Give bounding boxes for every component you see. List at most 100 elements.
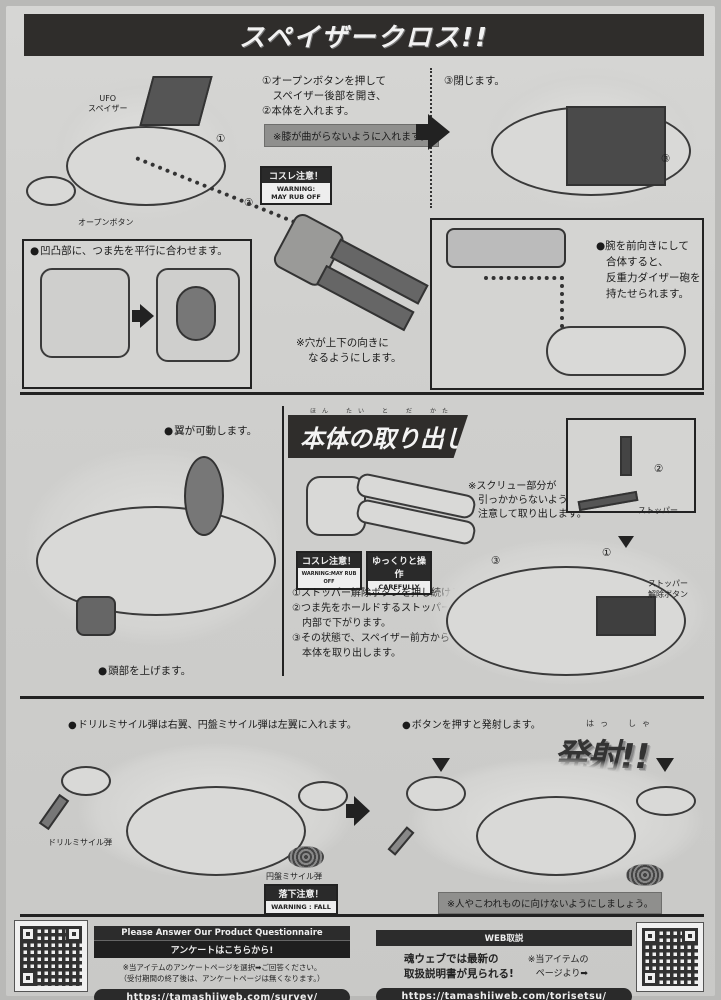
dizer-gun-shape — [446, 228, 566, 268]
press-arrow-icon — [432, 758, 450, 772]
web-manual-text-line1: 魂ウェブでは最新の — [404, 953, 499, 965]
warning-body: CAREFULLY — [378, 583, 420, 591]
toe-inset-left — [40, 268, 130, 358]
robot-lying-illustration — [306, 466, 478, 556]
screw-note-line: ※スクリュー部分が — [468, 481, 557, 492]
wing-shape — [184, 456, 224, 536]
right-arrow-icon — [416, 114, 450, 150]
wing-left — [61, 766, 111, 796]
screw-note-line: 引っかからないよう — [478, 495, 568, 506]
step-marker-3: ③ — [491, 555, 501, 567]
screw-note: ※スクリュー部分が 引っかからないよう 注意して取り出します。 — [468, 480, 587, 522]
spazer-body-shape — [66, 126, 226, 206]
stopper-release-label: ストッパー 解除ボタン — [648, 578, 688, 600]
right-arrow-icon — [346, 796, 370, 826]
right-wing-launcher — [636, 786, 696, 816]
title-banner: スペイザークロス!! — [24, 14, 704, 56]
drill-missile-shape — [38, 793, 70, 831]
web-manual-body: 魂ウェブでは最新の 取扱説明書が見られる! ※当アイテムの ページより➡ — [376, 952, 632, 982]
knee-note: ※膝が曲がらないように入れます。 — [264, 124, 440, 147]
survey-url-link[interactable]: https://tamashiiweb.com/survey/ — [94, 989, 350, 1000]
arm-note-line: 持たせられます。 — [606, 288, 689, 300]
launched-disc-shape — [626, 864, 664, 886]
warning-header: 落下注意！ — [266, 886, 336, 901]
web-manual-note-line2: ページより➡ — [535, 969, 588, 979]
survey-title-en: Please Answer Our Product Questionnaire — [94, 926, 350, 940]
warning-header: コスレ注意！ — [262, 168, 330, 183]
disc-missile-shape — [288, 846, 324, 868]
left-wing-launcher — [406, 776, 466, 811]
warning-body: WARNING : FALL — [271, 903, 331, 911]
section-divider — [20, 914, 704, 917]
wing-note: 翼が可動します。 — [164, 424, 257, 439]
web-manual-block: WEB取説 魂ウェブでは最新の 取扱説明書が見られる! ※当アイテムの ページよ… — [376, 930, 632, 1000]
stopper-release-line2: 解除ボタン — [648, 590, 688, 599]
ufo-label: UFO スペイザー — [88, 94, 127, 114]
instruction-line: スペイザー後部を開き、 — [262, 90, 387, 102]
missile-disc-shape — [26, 176, 76, 206]
removal-step: 内部で下がります。 — [292, 618, 391, 629]
instruction-sheet: スペイザークロス!! UFO スペイザー オープンボタン ① ② ①オープンボタ… — [6, 6, 715, 1000]
section-divider — [20, 392, 704, 395]
survey-qr-code[interactable] — [14, 920, 88, 992]
web-manual-title: WEB取説 — [376, 930, 632, 946]
step-marker-2: ② — [244, 197, 254, 209]
instruction-line: ②本体を入れます。 — [262, 105, 355, 117]
disc-missile-label: 円盤ミサイル弾 — [266, 872, 322, 881]
robot-head-shape — [76, 596, 116, 636]
instruction-line: ①オープンボタンを押して — [262, 75, 386, 87]
survey-title-jp: アンケートはこちらから! — [94, 940, 350, 958]
open-instructions: ①オープンボタンを押して スペイザー後部を開き、 ②本体を入れます。 — [262, 74, 387, 119]
stopper-label: ストッパー — [638, 506, 678, 515]
down-arrow-icon — [618, 536, 634, 548]
section-divider — [20, 696, 704, 699]
web-manual-note: ※当アイテムの ページより➡ — [528, 952, 589, 982]
step-marker-1: ① — [216, 133, 226, 145]
inset-arrow-icon — [132, 304, 154, 328]
section-divider-vertical — [282, 406, 284, 676]
fire-ruby: はっ しゃ — [586, 719, 656, 728]
hole-note-line1: ※穴が上下の向きに — [296, 337, 389, 349]
spazer-fire-body — [476, 796, 636, 876]
arm-note-line: ●腕を前向きにして — [596, 240, 689, 252]
survey-block: Please Answer Our Product Questionnaire … — [94, 926, 350, 1000]
ufo-label-line2: スペイザー — [88, 104, 128, 113]
toe-alignment-note: 凹凸部に、つま先を平行に合わせます。 — [30, 244, 228, 259]
step-marker-1: ① — [602, 547, 612, 559]
arm-note-line: 反重力ダイザー砲を — [606, 272, 701, 284]
warning-rub-off-2: コスレ注意！ WARNING:MAY RUB OFF — [296, 551, 362, 590]
removal-step: 本体を取り出します。 — [292, 648, 401, 659]
hole-note: ※穴が上下の向きに なるようにします。 — [296, 336, 401, 366]
missile-note: ドリルミサイル弾は右翼、円盤ミサイル弾は左翼に入れます。 — [68, 718, 357, 733]
removal-step: ③その状態で、スペイザー前方から — [292, 633, 450, 644]
drill-missile-label: ドリルミサイル弾 — [48, 838, 112, 847]
warning-fall: 落下注意！ WARNING : FALL — [264, 884, 338, 915]
gun-path — [484, 276, 564, 336]
removal-step: ①ストッパー解除ボタンを押し続けると、 — [292, 588, 481, 599]
removal-heading-block: ほん たい と だ かた 本体の取り出し方 — [288, 406, 468, 458]
wing-right — [298, 781, 348, 811]
step-marker-3: ③ — [661, 153, 671, 165]
warning-header: ゆっくりと操作 — [368, 553, 430, 581]
removal-step: ②つま先をホールドするストッパーが — [292, 603, 461, 614]
spazer-missile-body — [126, 786, 306, 876]
fire-note: ボタンを押すと発射します。 — [402, 718, 541, 733]
warning-body: WARNING: MAY RUB OFF — [271, 185, 321, 201]
warning-rub-off: コスレ注意！ WARNING: MAY RUB OFF — [260, 166, 332, 205]
toe-shape — [176, 286, 216, 341]
hole-note-line2: なるようにします。 — [308, 352, 402, 364]
step-marker-2: ② — [654, 463, 664, 475]
web-manual-note-line1: ※当アイテムの — [527, 955, 589, 965]
web-manual-text-line2: 取扱説明書が見られる! — [404, 968, 514, 980]
arm-with-gun — [546, 326, 686, 376]
survey-note2: （受付期間の終了後は、アンケートページは無くなります。） — [119, 974, 325, 983]
web-manual-url-link[interactable]: https://tamashiiweb.com/torisetsu/ — [376, 988, 632, 1000]
spazer-front-eyes — [596, 596, 656, 636]
page-title: スペイザークロス!! — [239, 22, 489, 53]
stopper-release-line1: ストッパー — [648, 579, 688, 588]
robot-body-inside — [566, 106, 666, 186]
web-manual-qr-code[interactable] — [636, 922, 704, 992]
ufo-label-line1: UFO — [99, 94, 117, 103]
spazer-body-wing — [36, 506, 276, 616]
open-button-label: オープンボタン — [78, 218, 134, 227]
